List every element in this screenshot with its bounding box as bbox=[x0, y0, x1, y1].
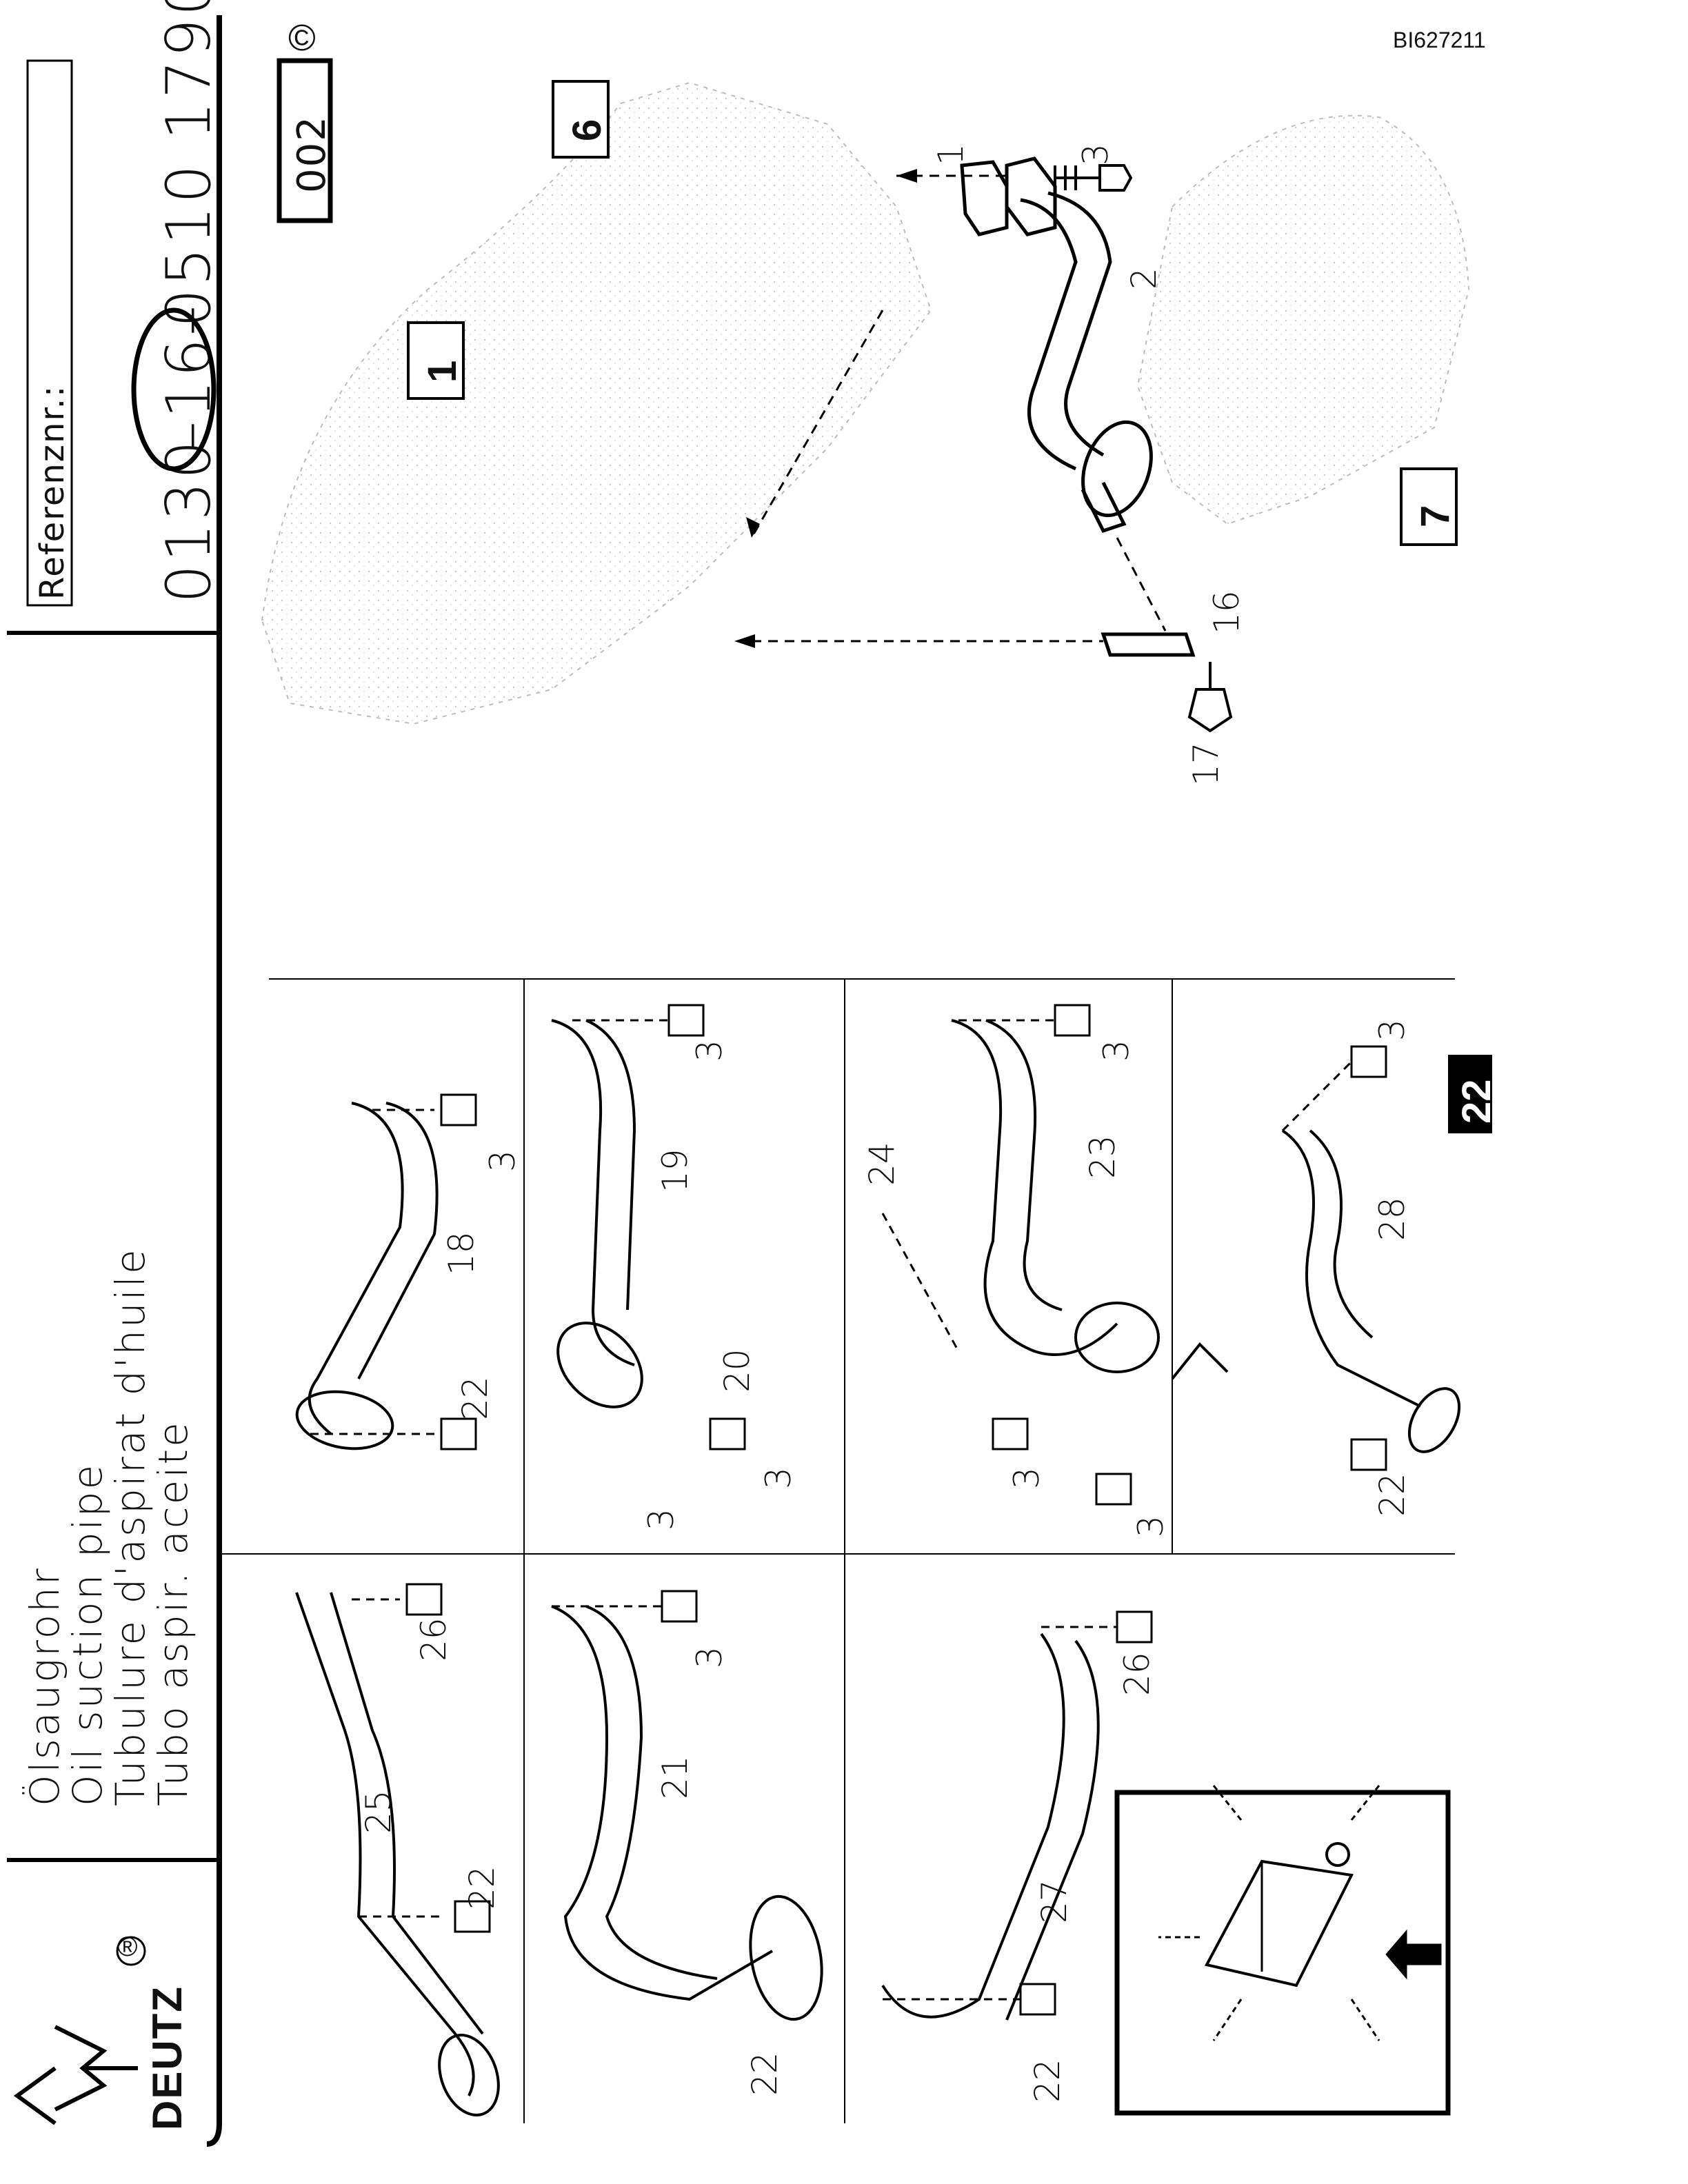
callout-19: 19 bbox=[655, 1149, 695, 1193]
pipe-21 bbox=[551, 1605, 774, 2001]
callout-3: 3 bbox=[1096, 1040, 1136, 1062]
callout-3: 3 bbox=[641, 1508, 681, 1530]
callout-22: 22 bbox=[455, 1376, 495, 1420]
callout-3: 3 bbox=[1007, 1467, 1047, 1489]
panel-bolts bbox=[405, 1004, 1387, 2016]
pipe-23 bbox=[951, 1019, 1118, 1356]
engine-outline bbox=[261, 81, 1470, 725]
callout-main-17: 17 bbox=[1186, 742, 1226, 786]
section-marker-22: 22 bbox=[1454, 1079, 1499, 1124]
callout-main-2: 2 bbox=[1124, 267, 1164, 290]
variant-pipes bbox=[295, 1019, 1461, 2117]
pipe-27 bbox=[881, 1632, 1065, 2019]
callout-main-1: 1 bbox=[931, 143, 971, 165]
section-marker-7: 7 bbox=[1413, 505, 1458, 527]
pipe-18 bbox=[308, 1102, 404, 1435]
callout-22: 22 bbox=[1027, 2059, 1067, 2103]
group-ellipse bbox=[131, 307, 217, 472]
callout-main-16: 16 bbox=[1207, 590, 1247, 634]
section-marker-6: 6 bbox=[565, 119, 610, 141]
callout-26: 26 bbox=[414, 1617, 454, 1661]
section-marker-boxes bbox=[407, 80, 1492, 1133]
callout-28: 28 bbox=[1372, 1197, 1412, 1241]
callout-3: 3 bbox=[483, 1150, 523, 1172]
main-pipe-assembly bbox=[960, 156, 1196, 657]
callout-21: 21 bbox=[655, 1755, 695, 1799]
pipe-25 bbox=[295, 1592, 475, 2096]
main-arrows bbox=[734, 169, 917, 648]
callout-22: 22 bbox=[462, 1866, 502, 1910]
copyright-mark: © bbox=[288, 17, 316, 59]
callout-20: 20 bbox=[717, 1348, 757, 1393]
variant-leaders bbox=[310, 1019, 1353, 2001]
callout-22: 22 bbox=[745, 2052, 785, 2096]
callout-main-3: 3 bbox=[1076, 143, 1116, 165]
bolt-icons bbox=[1054, 164, 1233, 733]
deutz-logo bbox=[13, 1936, 146, 2125]
document-id: BI627211 bbox=[1393, 28, 1486, 52]
inset-detail bbox=[1114, 1785, 1451, 2116]
pipe-19 bbox=[551, 1019, 635, 1366]
callout-25: 25 bbox=[359, 1790, 399, 1834]
section-marker-1: 1 bbox=[420, 360, 465, 383]
callout-23: 23 bbox=[1083, 1135, 1123, 1179]
callout-27: 27 bbox=[1034, 1879, 1074, 1923]
callout-3: 3 bbox=[1131, 1515, 1171, 1537]
frame bbox=[7, 15, 1455, 2147]
callout-3: 3 bbox=[758, 1467, 798, 1489]
callout-18: 18 bbox=[441, 1231, 481, 1275]
pipe-28 bbox=[1281, 1129, 1421, 1408]
callout-24: 24 bbox=[862, 1142, 902, 1186]
callout-3: 3 bbox=[690, 1646, 730, 1668]
callout-26: 26 bbox=[1117, 1652, 1157, 1696]
callout-3: 3 bbox=[1372, 1019, 1412, 1041]
callout-3: 3 bbox=[690, 1040, 730, 1062]
callout-22: 22 bbox=[1372, 1473, 1412, 1517]
